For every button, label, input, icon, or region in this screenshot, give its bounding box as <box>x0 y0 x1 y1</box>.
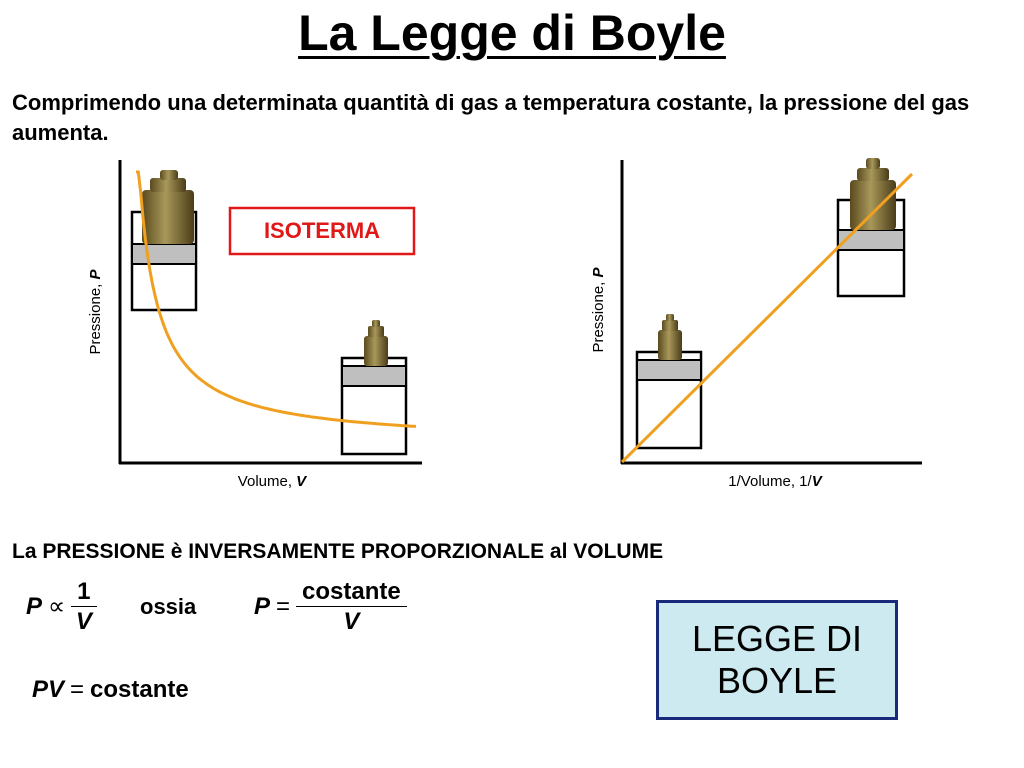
formula1-lhs: P <box>26 592 43 620</box>
fraction-denominator: V <box>343 608 360 635</box>
fraction-denominator: V <box>75 608 92 635</box>
weight-large-icon <box>850 158 896 230</box>
isoterma-badge <box>228 206 416 256</box>
formula3-rhs: costante <box>90 676 189 703</box>
right-y-label: Pressione, P <box>590 266 607 352</box>
fraction-numerator: costante <box>296 578 407 607</box>
weight-large-icon <box>142 170 194 244</box>
isoterma-label: ISOTERMA <box>264 218 380 243</box>
equals-symbol: = <box>70 676 85 703</box>
linear-line <box>620 172 914 464</box>
diagram-left: ISOTERMA Pressione, P Volume, V <box>87 160 422 490</box>
piston-left-1 <box>131 243 197 265</box>
diagram-right: Pressione, P 1/Volume, 1/V <box>590 158 922 490</box>
piston-right-1 <box>636 359 702 381</box>
fraction-numerator: 1 <box>71 578 97 607</box>
equals-symbol: = <box>276 592 291 620</box>
left-x-label: Volume, V <box>238 473 308 490</box>
relation-statement: La PRESSIONE è INVERSAMENTE PROPORZIONAL… <box>12 540 664 563</box>
formula-pv-constant: PV=costante <box>32 676 189 704</box>
piston-right-2 <box>837 229 905 251</box>
left-y-label: Pressione, P <box>87 268 104 354</box>
isotherm-curve <box>136 170 417 428</box>
boyle-diagrams: ISOTERMA Pressione, P Volume, V Pression… <box>87 158 922 490</box>
formula2-lhs: P <box>254 592 271 620</box>
ossia-text: ossia <box>140 594 197 619</box>
weight-small-icon <box>658 314 682 360</box>
intro-text: Comprimendo una determinata quantità di … <box>12 90 970 145</box>
formula3-lhs: PV <box>32 676 65 703</box>
legge-di-boyle-box: LEGGE DI BOYLE <box>656 600 898 720</box>
piston-left-2 <box>341 365 407 387</box>
right-x-label: 1/Volume, 1/V <box>728 473 823 490</box>
weight-small-icon <box>364 320 388 366</box>
proportional-symbol: ∝ <box>48 592 66 620</box>
page-title: La Legge di Boyle <box>298 5 726 61</box>
